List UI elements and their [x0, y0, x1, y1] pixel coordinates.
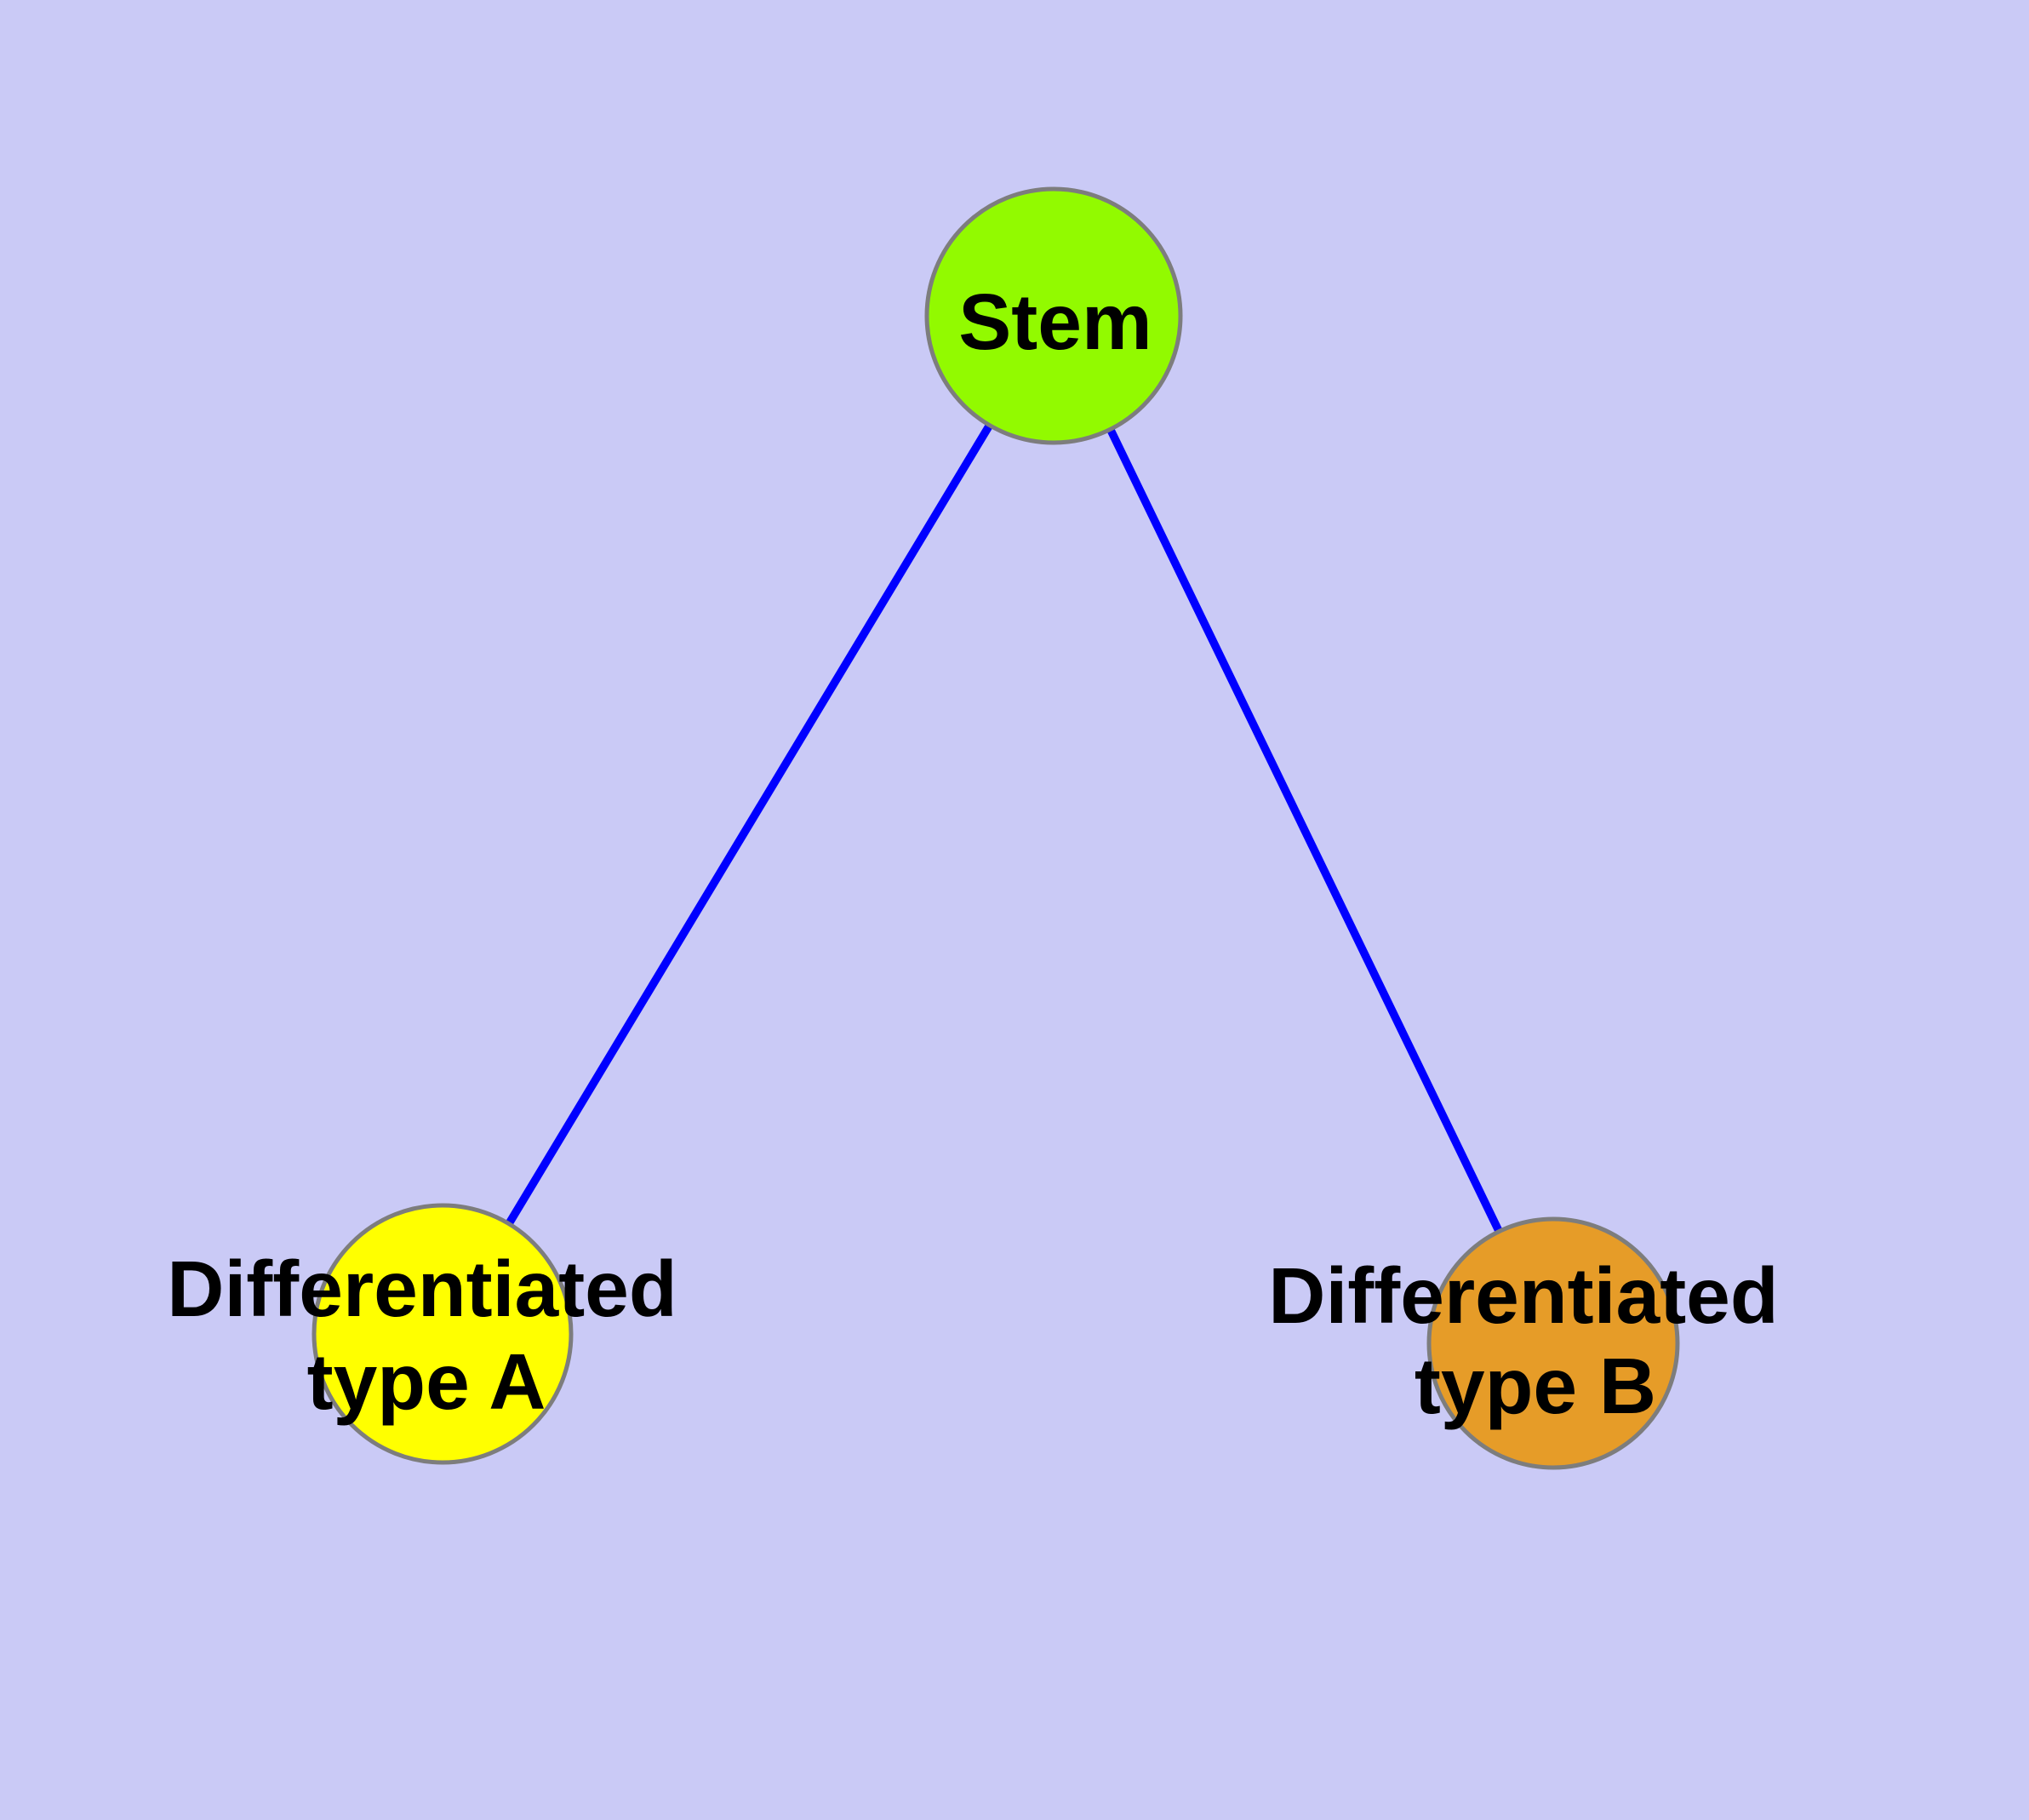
node-type-a-label-line1: Differentiated: [167, 1245, 677, 1333]
edge-stem-to-type-b: [1051, 312, 1557, 1348]
node-type-a-label-line2: type A: [307, 1337, 546, 1426]
node-type-b-label-line1: Differentiated: [1268, 1251, 1778, 1340]
node-type-b-label-line2: type B: [1415, 1342, 1656, 1430]
node-stem-label: Stem: [958, 278, 1152, 366]
node-stem: [924, 186, 1183, 445]
node-differentiated-type-b: [1426, 1216, 1680, 1470]
node-differentiated-type-a: [311, 1203, 574, 1465]
edge-stem-to-type-a: [438, 312, 1060, 1338]
